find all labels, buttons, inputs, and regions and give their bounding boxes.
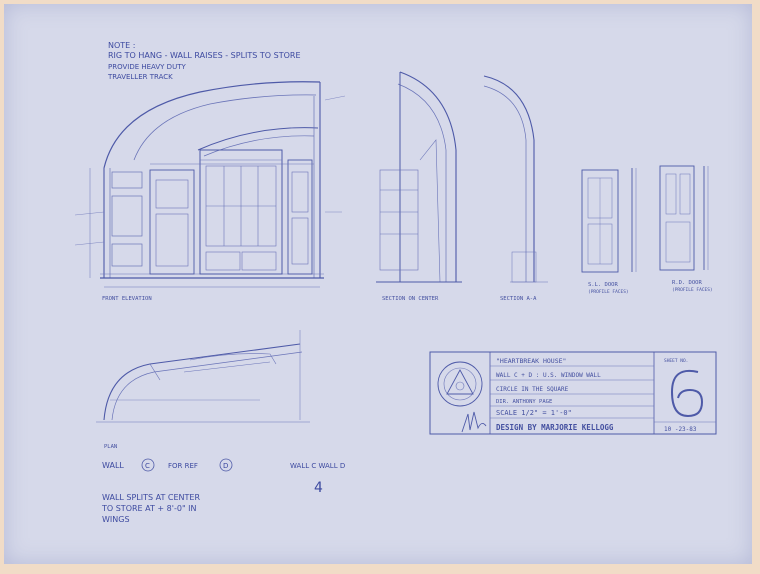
plan-view: [96, 330, 310, 423]
split-note-line3: WINGS: [102, 515, 130, 524]
title-designer: DESIGN BY MARJORIE KELLOGG: [496, 423, 614, 432]
door-sl: [581, 168, 637, 273]
label-door-sl: S.L. DOOR: [588, 282, 618, 288]
title-wall: WALL C + D : U.S. WINDOW WALL: [496, 372, 601, 379]
sheet-label: SHEET NO.: [664, 358, 688, 364]
title-scale: SCALE 1/2" = 1'-0": [496, 409, 572, 417]
label-door-rd: R.D. DOOR: [672, 280, 702, 286]
title-theatre: CIRCLE IN THE SQUARE: [496, 386, 569, 393]
label-door-rd-sub: (PROFILE FACES): [672, 287, 713, 293]
title-date: 10 -23-83: [664, 426, 697, 433]
wall-d-marker: [219, 458, 233, 472]
note-heading: NOTE :: [108, 41, 135, 50]
page-number: 4: [314, 480, 323, 496]
union-seal: [437, 361, 483, 407]
title-show: "HEARTBREAK HOUSE": [496, 357, 566, 365]
label-plan: PLAN: [104, 444, 117, 450]
wall-c-letter: C: [145, 462, 150, 470]
note-rig: RIG TO HANG - WALL RAISES - SPLITS TO ST…: [108, 51, 301, 60]
split-note-line2: TO STORE AT + 8'-0" IN: [101, 504, 197, 513]
note-provide: PROVIDE HEAVY DUTY: [108, 63, 186, 71]
front-elevation: [74, 81, 346, 288]
blueprint-paper: [4, 4, 752, 564]
wall-d-letter: D: [223, 462, 228, 470]
label-front-elevation: FRONT ELEVATION: [102, 296, 152, 302]
label-section-aa: SECTION A-A: [500, 296, 537, 302]
for-ref-label: FOR REF: [168, 462, 198, 470]
note-track: TRAVELLER TRACK: [107, 73, 173, 81]
signature: [461, 411, 487, 433]
label-section-center: SECTION ON CENTER: [382, 296, 439, 302]
label-door-sl-sub: (PROFILE FACES): [588, 289, 629, 295]
title-director: DIR. ANTHONY PAGE: [496, 399, 552, 405]
wall-c-marker: [141, 458, 155, 472]
wall-c-d-label: WALL C WALL D: [290, 462, 345, 470]
title-block: [429, 351, 717, 435]
door-rd: [659, 165, 709, 271]
split-note-line1: WALL SPLITS AT CENTER: [102, 493, 200, 502]
wall-label: WALL: [102, 461, 124, 470]
section-aa: [483, 75, 548, 283]
section-on-center: [376, 71, 462, 283]
